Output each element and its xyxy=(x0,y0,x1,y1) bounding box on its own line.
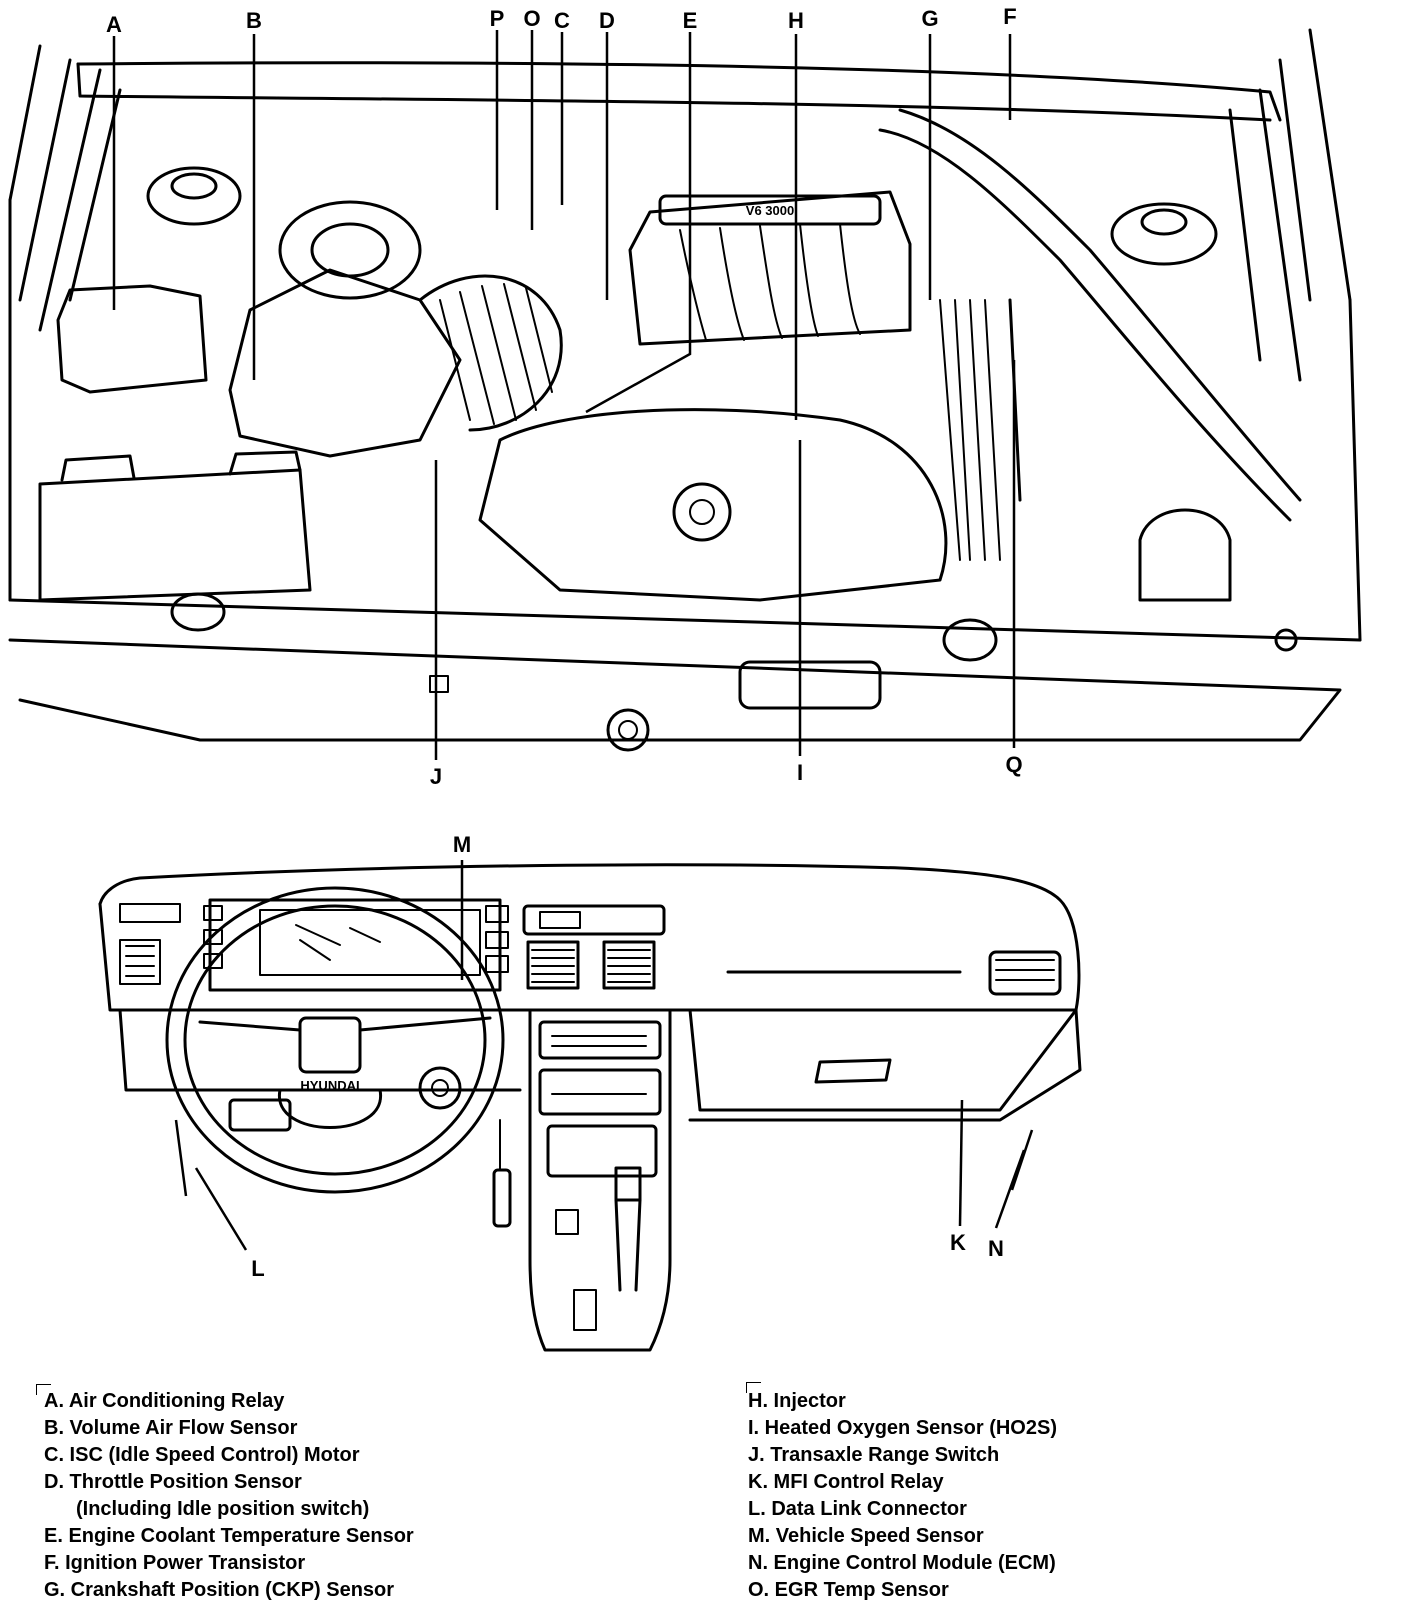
legend-item-c: C. ISC (Idle Speed Control) Motor xyxy=(44,1444,360,1466)
callout-m: M xyxy=(453,832,471,857)
callout-l: L xyxy=(251,1256,264,1281)
engine-callout-leaders xyxy=(112,30,1016,760)
legend-item-o: O. EGR Temp Sensor xyxy=(748,1579,949,1601)
engine-callout-labels: A B P O C D E H G F J I Q xyxy=(106,4,1023,789)
callout-b: B xyxy=(246,8,262,33)
engine-plate-text: V6 3000 xyxy=(746,203,794,218)
callout-h: H xyxy=(788,8,804,33)
legend-right-column: H. Injector I. Heated Oxygen Sensor (HO2… xyxy=(748,1388,1057,1604)
legend-item-b: B. Volume Air Flow Sensor xyxy=(44,1417,298,1439)
legend-item-m: M. Vehicle Speed Sensor xyxy=(748,1525,984,1547)
dash-callout-labels: M L K N xyxy=(251,832,1004,1281)
legend-item-d: D. Throttle Position Sensor xyxy=(44,1471,302,1493)
callout-q: Q xyxy=(1005,752,1022,777)
callout-a: A xyxy=(106,12,122,37)
legend-item-g: G. Crankshaft Position (CKP) Sensor xyxy=(44,1579,395,1601)
callout-f: F xyxy=(1003,4,1016,29)
legend-item-e: E. Engine Coolant Temperature Sensor xyxy=(44,1525,414,1547)
legend-item-l: L. Data Link Connector xyxy=(748,1498,967,1520)
callout-k: K xyxy=(950,1230,966,1255)
legend-corner-mark xyxy=(746,1382,761,1393)
engine-bay-drawing: V6 3000 xyxy=(8,28,1362,752)
legend-left-column: A. Air Conditioning Relay B. Volume Air … xyxy=(44,1388,414,1604)
callout-j: J xyxy=(430,764,442,789)
legend-item-n: N. Engine Control Module (ECM) xyxy=(748,1552,1056,1574)
callout-n: N xyxy=(988,1236,1004,1261)
dash-badge-text: HYUNDAI xyxy=(300,1078,359,1093)
callout-c: C xyxy=(554,8,570,33)
legend-item-i: I. Heated Oxygen Sensor (HO2S) xyxy=(748,1417,1057,1439)
legend-item-f: F. Ignition Power Transistor xyxy=(44,1552,306,1574)
legend-item-h: H. Injector xyxy=(748,1390,846,1412)
callout-g: G xyxy=(921,6,938,31)
legend-item-d-note: (Including Idle position switch) xyxy=(76,1498,370,1520)
dashboard-drawing: HYUNDAI xyxy=(98,863,1082,1352)
callout-e: E xyxy=(683,8,698,33)
legend-corner-mark xyxy=(36,1384,51,1395)
callout-i: I xyxy=(797,760,803,785)
dash-callout-leaders xyxy=(174,860,1034,1251)
callout-o: O xyxy=(523,6,540,31)
legend-item-k: K. MFI Control Relay xyxy=(748,1471,944,1493)
callout-p: P xyxy=(490,6,505,31)
legend-item-a: A. Air Conditioning Relay xyxy=(44,1390,285,1412)
callout-d: D xyxy=(599,8,615,33)
legend-item-j: J. Transaxle Range Switch xyxy=(748,1444,1000,1466)
